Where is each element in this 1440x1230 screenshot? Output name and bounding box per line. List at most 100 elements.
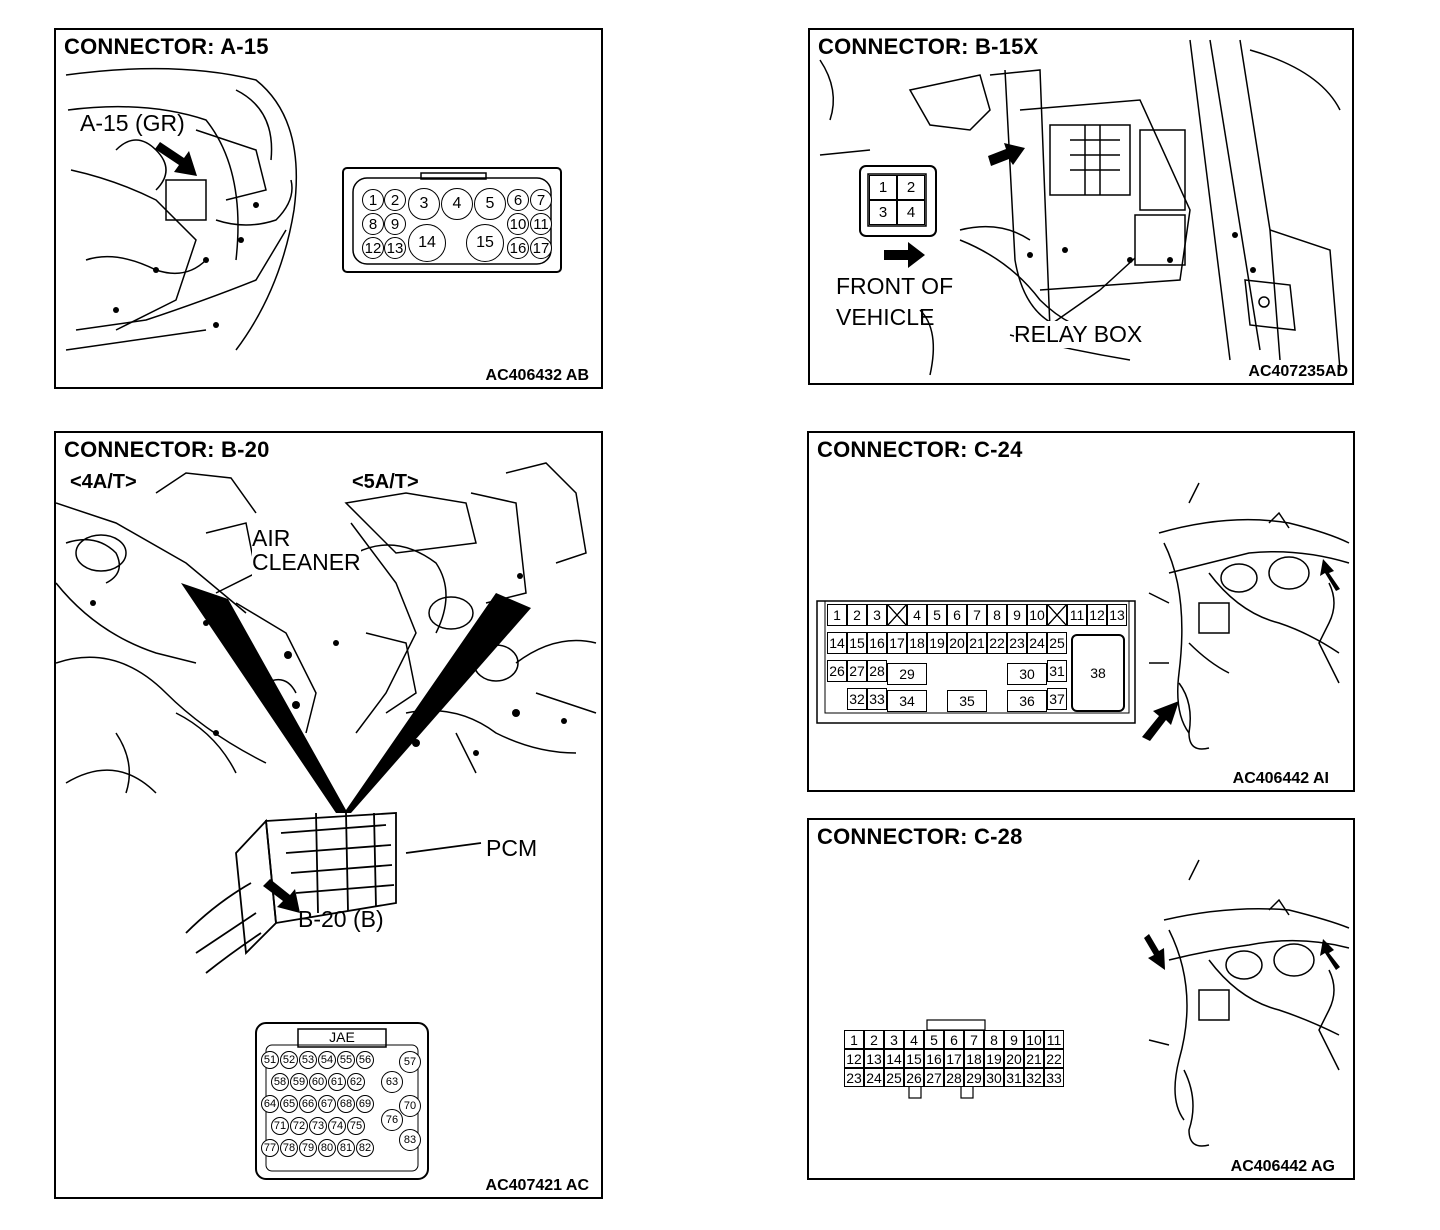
arrow-icon xyxy=(263,879,300,913)
variant-label-4at: <4A/T> xyxy=(70,471,137,493)
connector-pin: 23 xyxy=(1007,632,1027,654)
connector-pin: 31 xyxy=(1047,660,1067,682)
connector-pin: 65 xyxy=(280,1095,298,1113)
connector-pin: 56 xyxy=(356,1051,374,1069)
connector-pin: 67 xyxy=(318,1095,336,1113)
connector-pin: 15 xyxy=(466,224,504,262)
connector-pin: 33 xyxy=(867,688,887,710)
connector-pin: 2 xyxy=(897,175,925,200)
pcm-label: PCM xyxy=(486,835,538,861)
connector-pin: 17 xyxy=(944,1049,964,1068)
connector-pin: 3 xyxy=(884,1030,904,1049)
connector-pin: 7 xyxy=(964,1030,984,1049)
figure-code: AC407235AD xyxy=(1248,363,1348,380)
connector-pin: 25 xyxy=(884,1068,904,1087)
connector-pin: 26 xyxy=(827,660,847,682)
connector-pin: 19 xyxy=(984,1049,1004,1068)
connector-pin: 73 xyxy=(309,1117,327,1135)
connector-pin: 6 xyxy=(507,189,529,211)
connector-pin: 16 xyxy=(507,237,529,259)
connector-pin: 59 xyxy=(290,1073,308,1091)
connector-pin: 14 xyxy=(408,224,446,262)
figure-code: AC406442 AG xyxy=(1230,1158,1335,1175)
blank-cavity xyxy=(1047,604,1067,626)
connector-pin: 70 xyxy=(399,1095,421,1117)
connector-pin: 32 xyxy=(1024,1068,1044,1087)
arrow-icon xyxy=(988,143,1025,166)
connector-pin: 18 xyxy=(964,1049,984,1068)
connector-pin: 17 xyxy=(887,632,907,654)
connector-pin: 9 xyxy=(1007,604,1027,626)
connector-pin: 10 xyxy=(1027,604,1047,626)
connector-pin: 5 xyxy=(924,1030,944,1049)
connector-pin: 31 xyxy=(1004,1068,1024,1087)
connector-pin: 27 xyxy=(924,1068,944,1087)
connector-pin: 64 xyxy=(261,1095,279,1113)
panel-title: CONNECTOR: B-15X xyxy=(818,34,1039,59)
connector-pin: 38 xyxy=(1071,634,1125,712)
connector-pin: 24 xyxy=(1027,632,1047,654)
connector-pin: 58 xyxy=(271,1073,289,1091)
connector-pin: 60 xyxy=(309,1073,327,1091)
air-cleaner-label: CLEANER xyxy=(252,549,361,576)
connector-pin: 63 xyxy=(381,1071,403,1093)
relay-box-label: RELAY BOX xyxy=(1014,321,1143,348)
connector-callout-label: B-20 (B) xyxy=(298,906,384,932)
arrow-icon xyxy=(1320,559,1340,591)
connector-pin: 25 xyxy=(1047,632,1067,654)
connector-pin: 52 xyxy=(280,1051,298,1069)
connector-pin: 4 xyxy=(907,604,927,626)
connector-pin: 27 xyxy=(847,660,867,682)
connector-pin: 20 xyxy=(947,632,967,654)
arrow-icon xyxy=(1320,939,1340,970)
connector-pin: 29 xyxy=(964,1068,984,1087)
connector-pin: 68 xyxy=(337,1095,355,1113)
connector-pin: 14 xyxy=(884,1049,904,1068)
connector-pin: 36 xyxy=(1007,690,1047,712)
connector-pin: 1 xyxy=(844,1030,864,1049)
panel-title: CONNECTOR: C-24 xyxy=(817,437,1023,462)
connector-pin: 2 xyxy=(384,189,406,211)
connector-pin: 13 xyxy=(1107,604,1127,626)
connector-pin: 22 xyxy=(1044,1049,1064,1068)
engine-bay-illustration xyxy=(65,67,562,351)
connector-pin: 5 xyxy=(927,604,947,626)
front-of-vehicle-label: FRONT OF xyxy=(836,273,954,299)
connector-pin: 10 xyxy=(507,213,529,235)
connector-pin: 37 xyxy=(1047,688,1067,710)
connector-pin: 75 xyxy=(347,1117,365,1135)
connector-pin: 79 xyxy=(299,1139,317,1157)
connector-pin: 35 xyxy=(947,690,987,712)
connector-pin: 12 xyxy=(844,1049,864,1068)
connector-pin: 61 xyxy=(328,1073,346,1091)
figure-code: AC406442 AI xyxy=(1232,770,1329,787)
connector-pin: 15 xyxy=(847,632,867,654)
connector-pin: 11 xyxy=(1044,1030,1064,1049)
connector-pin: 11 xyxy=(530,213,552,235)
connector-pin: 9 xyxy=(1004,1030,1024,1049)
connector-pin: 51 xyxy=(261,1051,279,1069)
connector-pin: 10 xyxy=(1024,1030,1044,1049)
connector-pin: 3 xyxy=(867,604,887,626)
connector-pin: 77 xyxy=(261,1139,279,1157)
connector-pin: 28 xyxy=(944,1068,964,1087)
arrow-icon xyxy=(1142,701,1179,741)
connector-pin: 82 xyxy=(356,1139,374,1157)
front-arrow-icon xyxy=(884,242,925,268)
connector-pin: 7 xyxy=(967,604,987,626)
connector-pin: 23 xyxy=(844,1068,864,1087)
connector-pin: 22 xyxy=(987,632,1007,654)
connector-pin: 6 xyxy=(947,604,967,626)
connector-pin: 33 xyxy=(1044,1068,1064,1087)
connector-pin: 8 xyxy=(987,604,1007,626)
connector-pin: 78 xyxy=(280,1139,298,1157)
connector-pin: 13 xyxy=(864,1049,884,1068)
connector-pin: 5 xyxy=(474,188,506,220)
blank-cavity xyxy=(887,604,907,626)
air-cleaner-label: AIR xyxy=(252,525,291,552)
connector-pin: 4 xyxy=(897,200,925,225)
arrow-icon xyxy=(155,142,197,176)
